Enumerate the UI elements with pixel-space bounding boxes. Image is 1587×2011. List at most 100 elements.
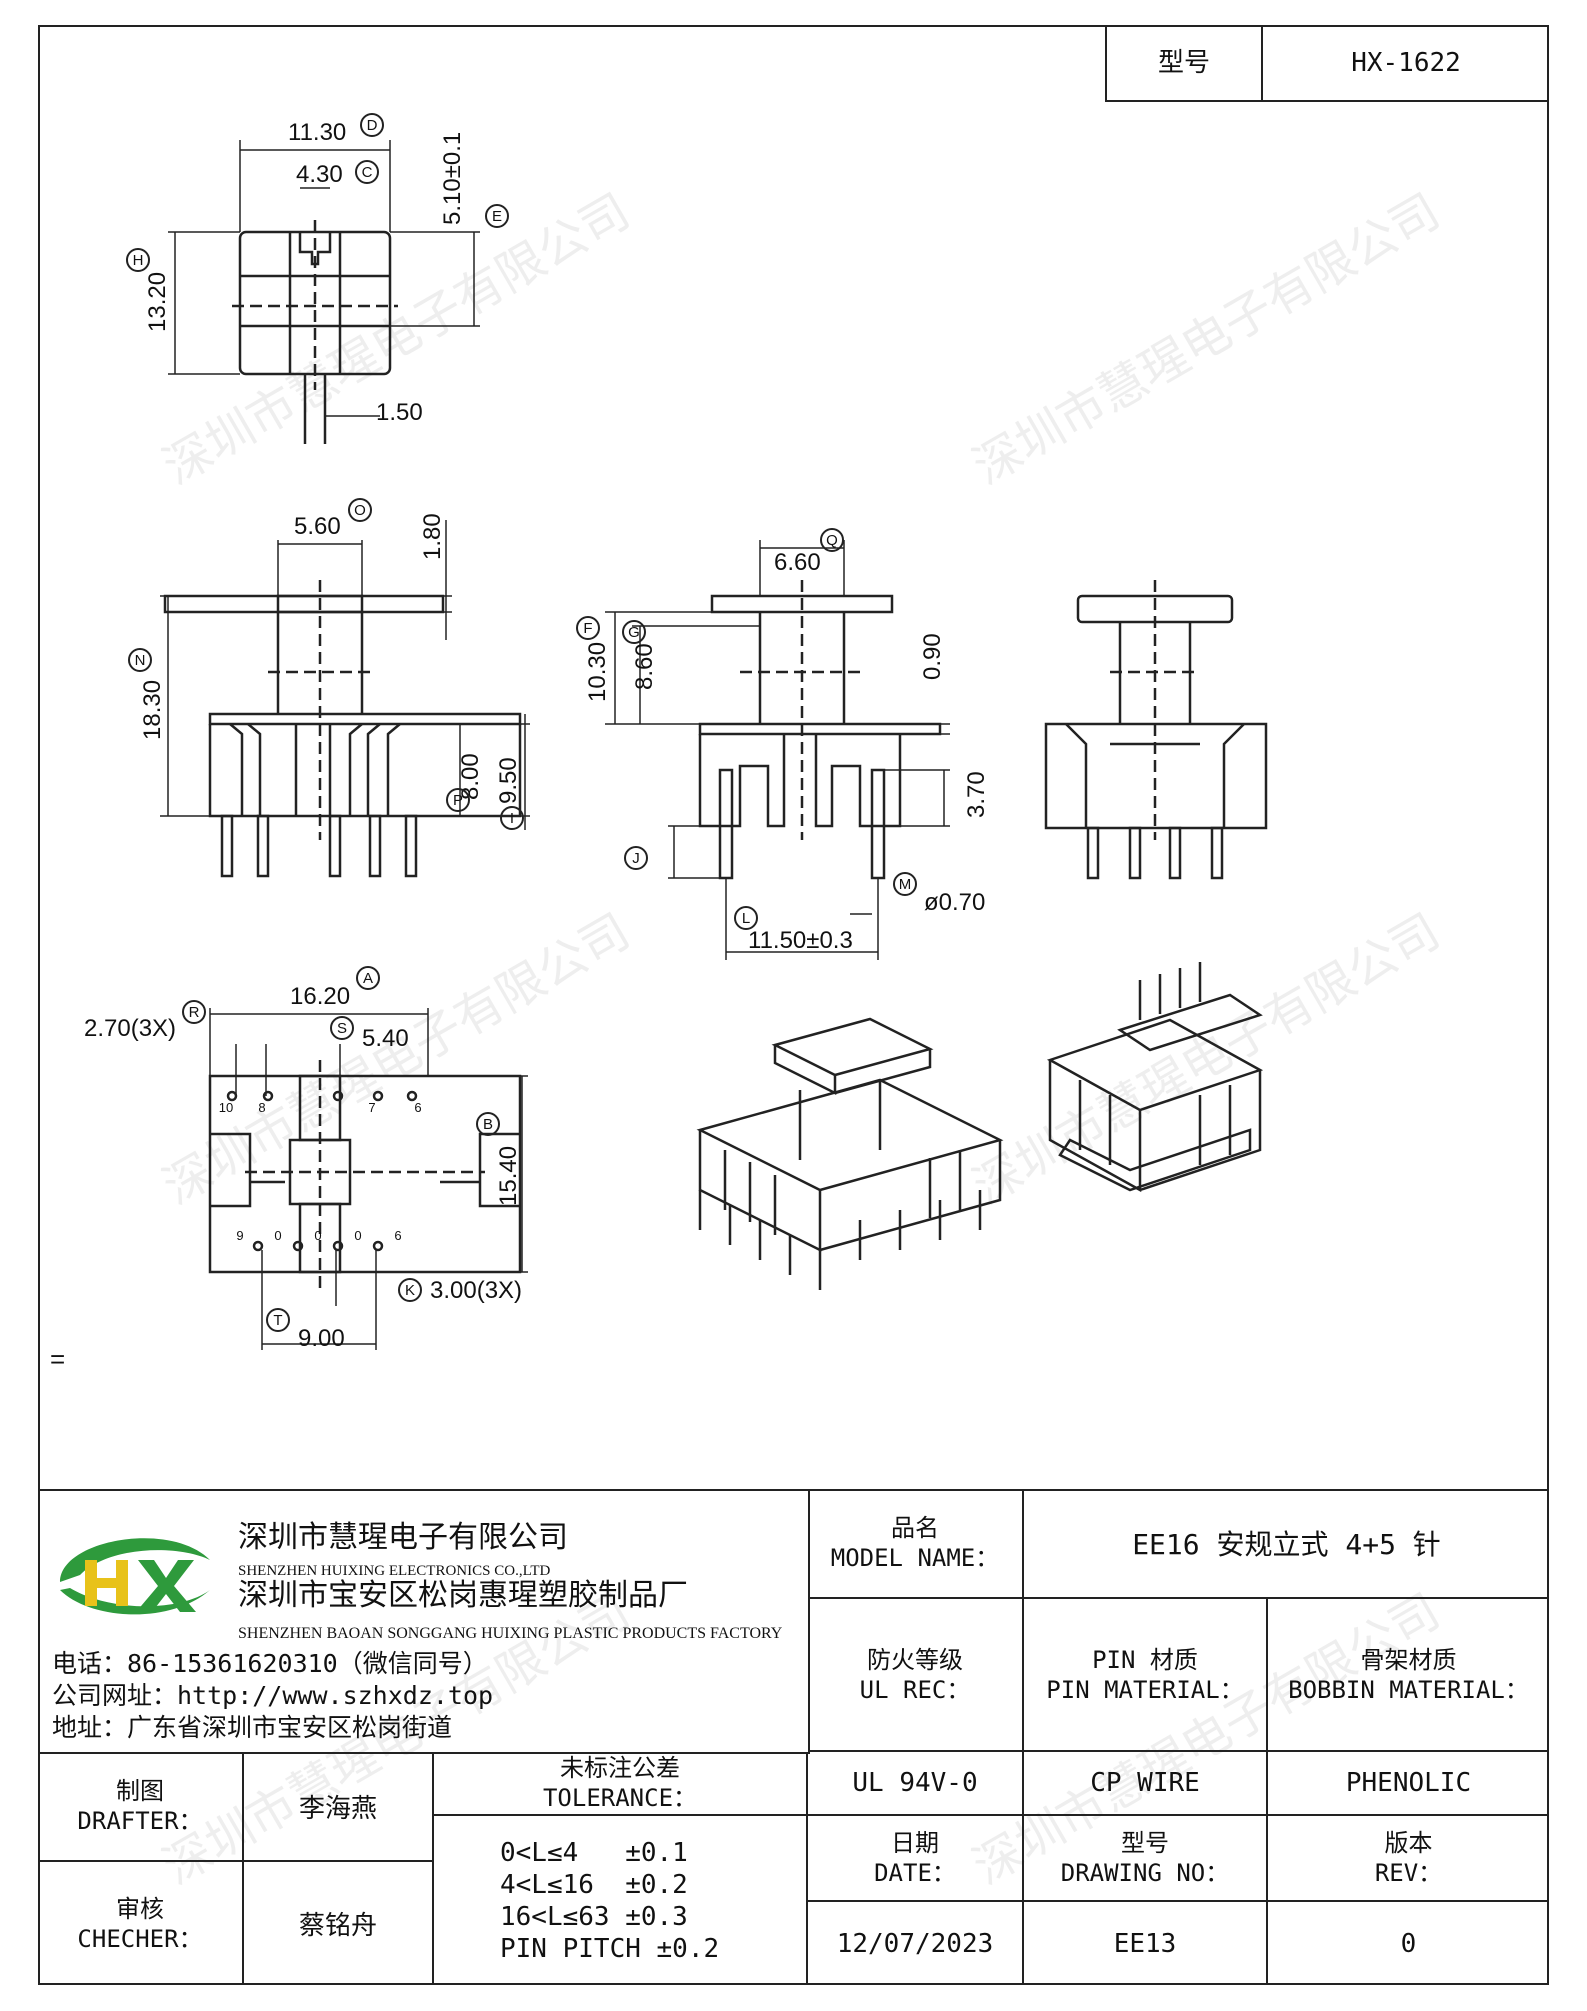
marker-e: E bbox=[492, 208, 502, 225]
tolerance-label-en: TOLERANCE： bbox=[542, 1784, 698, 1812]
pin-material-value: CP WIRE bbox=[1024, 1752, 1268, 1816]
rev-label: 版本 REV： bbox=[1268, 1816, 1549, 1902]
company-phone: 电话：86-15361620310（微信同号） bbox=[52, 1649, 488, 1678]
dim-side-h2: 8.60 bbox=[631, 643, 658, 690]
marker-g: G bbox=[628, 624, 640, 641]
date-label-en: DATE： bbox=[874, 1859, 956, 1887]
pin-number: 0 bbox=[274, 1228, 281, 1243]
marker-p: P bbox=[453, 792, 463, 809]
dim-side-top: 6.60 bbox=[774, 549, 821, 576]
dim-side-pitch: 11.50±0.3 bbox=[748, 927, 853, 954]
factory-name-en: SHENZHEN BAOAN SONGGANG HUIXING PLASTIC … bbox=[238, 1625, 783, 1642]
rev-value: 0 bbox=[1400, 1928, 1417, 1959]
title-block bbox=[38, 1489, 1549, 1987]
iso-view-back bbox=[1046, 962, 1264, 1193]
marker-i: I bbox=[510, 810, 514, 827]
tolerance-line: PIN PITCH ±0.2 bbox=[500, 1933, 720, 1964]
company-website[interactable]: 公司网址：http://www.szhxdz.top bbox=[52, 1681, 494, 1710]
dim-bottom-k: 3.00(3X) bbox=[430, 1277, 522, 1304]
model-name-label-en: MODEL NAME： bbox=[830, 1544, 1000, 1572]
marker-h: H bbox=[133, 252, 144, 269]
model-name-label-cn: 品名 bbox=[891, 1514, 939, 1542]
marker-j: J bbox=[632, 850, 640, 867]
dim-bottom-hole: 2.70(3X) bbox=[84, 1015, 176, 1042]
pin-material-label-cn: PIN 材质 bbox=[1092, 1645, 1198, 1674]
dim-bottom-depth: 15.40 bbox=[495, 1146, 522, 1206]
dim-side-pin-dia: ø0.70 bbox=[924, 889, 985, 916]
dim-top-width: 11.30 bbox=[288, 119, 346, 146]
iso-view-front bbox=[696, 1017, 1004, 1290]
marker-r: R bbox=[189, 1004, 200, 1021]
pin-number: 7 bbox=[368, 1100, 375, 1115]
side-note: = bbox=[50, 1344, 65, 1374]
ul-label: 防火等级 UL REC： bbox=[808, 1599, 1024, 1752]
drawing-no-value: EE13 bbox=[1024, 1902, 1268, 1985]
bobbin-material-label-en: BOBBIN MATERIAL： bbox=[1288, 1675, 1529, 1704]
marker-c: C bbox=[362, 164, 373, 181]
bottom-view bbox=[208, 1008, 528, 1350]
pin-number: 10 bbox=[219, 1100, 233, 1115]
checker-label-cn: 审核 bbox=[116, 1894, 164, 1923]
drawing-no-label: 型号 DRAWING NO： bbox=[1024, 1816, 1268, 1902]
date-label-cn: 日期 bbox=[891, 1829, 939, 1857]
header-model-label: 型号 bbox=[1105, 25, 1261, 102]
tolerance-label: 未标注公差 TOLERANCE： bbox=[434, 1752, 808, 1816]
pin-number: 0 bbox=[354, 1228, 361, 1243]
company-name-en: SHENZHEN HUIXING ELECTRONICS CO.,LTD bbox=[238, 1563, 551, 1579]
drafter-label: 制图 DRAFTER： bbox=[38, 1752, 244, 1862]
dim-front-total: 18.30 bbox=[139, 680, 166, 740]
pin-number: 6 bbox=[394, 1228, 401, 1243]
technical-drawing: 11.30 4.30 5.10±0.1 13.20 1.50 5.60 1.80… bbox=[50, 113, 1268, 1374]
marker-b: B bbox=[483, 1116, 493, 1133]
dim-bottom-width: 16.20 bbox=[290, 983, 350, 1010]
drafter-label-en: DRAFTER： bbox=[77, 1807, 203, 1835]
marker-s: S bbox=[337, 1020, 347, 1037]
dim-front-flange: 1.80 bbox=[419, 513, 446, 560]
company-address: 地址：广东省深圳市宝安区松岗街道 bbox=[52, 1713, 453, 1742]
date-value: 12/07/2023 bbox=[808, 1902, 1024, 1985]
front-view bbox=[160, 520, 530, 878]
dim-top-slot: 4.30 bbox=[296, 161, 343, 188]
ul-label-cn: 防火等级 bbox=[867, 1645, 963, 1674]
marker-l: L bbox=[742, 910, 750, 927]
marker-q: Q bbox=[826, 532, 838, 549]
bobbin-material-label: 骨架材质 BOBBIN MATERIAL： bbox=[1268, 1599, 1549, 1752]
dim-top-pin: 1.50 bbox=[376, 399, 423, 426]
pin-material-label-en: PIN MATERIAL： bbox=[1046, 1675, 1244, 1704]
dim-side-gap: 0.90 bbox=[919, 633, 946, 680]
pin-number: 9 bbox=[236, 1228, 243, 1243]
rev-label-cn: 版本 bbox=[1384, 1829, 1433, 1857]
drawing-no-label-cn: 型号 bbox=[1121, 1829, 1169, 1857]
company-logo bbox=[60, 1538, 210, 1615]
model-name-value: EE16 安规立式 4+5 针 bbox=[1024, 1489, 1549, 1599]
dim-top-height: 13.20 bbox=[144, 272, 171, 332]
bobbin-material-value: PHENOLIC bbox=[1268, 1752, 1549, 1816]
dim-bottom-s: 5.40 bbox=[362, 1025, 409, 1052]
dim-front-base1: 8.00 bbox=[457, 753, 484, 800]
marker-t: T bbox=[273, 1312, 282, 1329]
factory-name-cn: 深圳市宝安区松岗惠瑆塑胶制品厂 bbox=[238, 1578, 688, 1613]
checker-label: 审核 CHECHER： bbox=[38, 1862, 244, 1985]
ul-label-en: UL REC： bbox=[859, 1675, 971, 1704]
pin-number: 8 bbox=[258, 1100, 265, 1115]
dim-top-depth: 5.10±0.1 bbox=[439, 132, 466, 225]
dim-front-top: 5.60 bbox=[294, 513, 341, 540]
marker-n: N bbox=[135, 652, 146, 669]
dim-side-pin-len: 3.70 bbox=[963, 771, 990, 818]
pin-number: 6 bbox=[414, 1100, 421, 1115]
tolerance-label-cn: 未标注公差 bbox=[560, 1754, 680, 1782]
tolerance-line: 0<L≤4 ±0.1 bbox=[500, 1837, 688, 1868]
rev-label-en: REV： bbox=[1374, 1859, 1443, 1887]
ul-value: UL 94V-0 bbox=[808, 1752, 1024, 1816]
model-name-label: 品名 MODEL NAME： bbox=[808, 1489, 1024, 1599]
drawing-frame bbox=[38, 25, 1549, 1985]
drafter-name: 李海燕 bbox=[244, 1752, 434, 1862]
date-label: 日期 DATE： bbox=[808, 1816, 1024, 1902]
drafter-label-cn: 制图 bbox=[116, 1777, 164, 1805]
company-name-cn: 深圳市慧瑆电子有限公司 bbox=[238, 1520, 568, 1555]
dim-front-base2: 9.50 bbox=[495, 757, 522, 804]
marker-a: A bbox=[363, 970, 373, 987]
marker-m: M bbox=[899, 876, 912, 893]
tolerance-line: 4<L≤16 ±0.2 bbox=[500, 1869, 688, 1900]
tolerance-line: 16<L≤63 ±0.3 bbox=[500, 1901, 688, 1932]
